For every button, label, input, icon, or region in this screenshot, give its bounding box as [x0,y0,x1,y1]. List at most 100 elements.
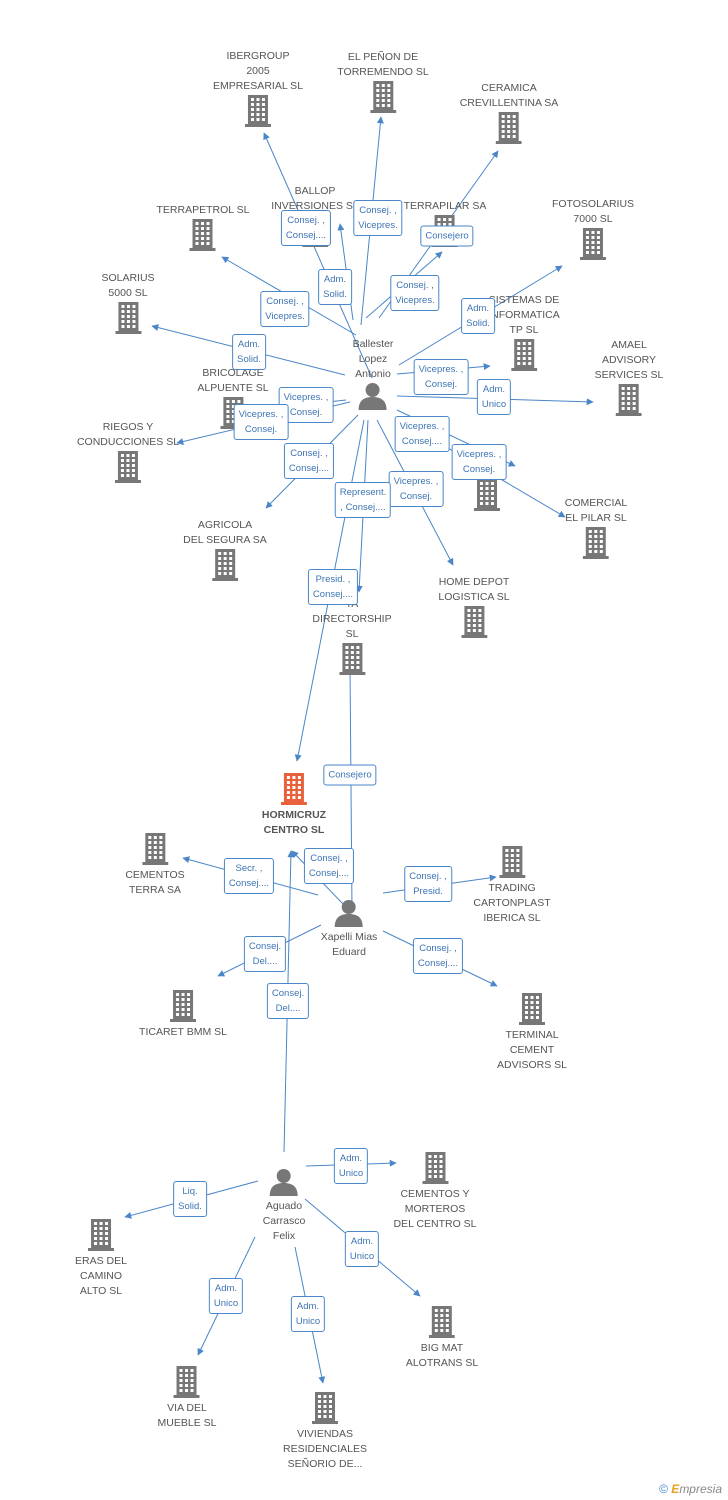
edge-label-line: Consej. , [266,296,304,307]
node-label-line: CAMINO [80,1269,122,1282]
edge-label-sistemas[interactable]: Vicepres. ,Consej. [413,359,469,395]
edge-label-line: Unico [349,1251,375,1262]
edge-label-line: Consej. [462,464,496,475]
edge-label-line: Vicepres. [265,311,305,322]
edge-label-riegos[interactable]: Vicepres. ,Consej. [233,404,289,440]
node-label-line: Lopez [358,353,388,365]
edge-label-ceramica[interactable]: Consej. ,Vicepres. [390,275,440,311]
edge-label-line: Consej. , [359,205,397,216]
edge-label-fotosolarius[interactable]: Adm.Solid. [461,298,495,334]
edge-label-ticaret[interactable]: Consej.Del.... [243,936,287,972]
edge-label-ballop[interactable]: Adm.Solid. [318,269,352,305]
edge-label-terrapilar[interactable]: Consejero [420,225,474,247]
edge-label-line: Presid. , [315,574,351,585]
building-icon [141,832,168,865]
edge-label-line: Unico [295,1316,321,1327]
node-label-line: TORREMENDO SL [337,65,429,78]
building-icon [428,1305,455,1338]
node-label-line: MORTEROS [404,1202,466,1215]
edge-label-trading[interactable]: Consej. ,Presid. [404,866,452,902]
node-label-line: TERRAPETROL SL [156,203,250,216]
edge-label-bigmat[interactable]: Adm.Unico [344,1231,380,1267]
edge-label-directorship[interactable]: Represent., Consej.... [334,482,392,518]
edge-label-via[interactable]: Adm.Unico [208,1278,244,1314]
edge-label-hormicruz-a[interactable]: Consej.Del.... [266,983,310,1019]
building-icon [579,227,606,260]
company-node-directorship[interactable]: TADIRECTORSHIPSL [312,597,392,675]
node-label-line: TRADING [488,881,536,894]
node-label-line: Ballester [352,338,394,350]
node-label-line: EL PILAR SL [565,511,627,524]
edge-label-cementos-morteros[interactable]: Adm.Unico [333,1148,369,1184]
edge-label-hormicruz-b[interactable]: Presid. ,Consej.... [307,569,359,605]
person-icon [358,383,387,410]
edge-label-eras[interactable]: Liq.Solid. [173,1181,207,1217]
node-label: TERRAPETROL SL [157,203,250,218]
building-icon [421,1151,448,1184]
edge-label-comercial[interactable]: Vicepres. ,Consej. [451,444,507,480]
edge-label-amael[interactable]: Adm.Unico [476,379,512,415]
edge-label-directorship-x[interactable]: Consejero [323,764,377,786]
person-icon [334,900,363,927]
edge-label-viviendas[interactable]: Adm.Unico [290,1296,326,1332]
watermark: © Empresia [659,1482,722,1496]
edge-label-line: Liq. [182,1186,198,1197]
person-icon [269,1169,298,1196]
edge-label-penon[interactable]: Consej. , Vicepres. [353,200,403,236]
edge-label-line: Vicepres. [358,220,398,231]
node-label-line: LOGISTICA SL [438,590,510,603]
company-node-terrapetrol[interactable]: TERRAPETROL SL [157,203,250,251]
building-icon [114,301,141,334]
edge-label-hormicruz-x[interactable]: Consej. ,Consej.... [303,848,355,884]
edge-label-solarius[interactable]: Adm.Solid. [232,334,266,370]
edge-label-ibergroup[interactable]: Consej. ,Consej.... [280,210,332,246]
edge-label-hidden-sl[interactable]: Vicepres. ,Consej.... [394,416,450,452]
edge-label-line: Consej. [271,988,305,999]
edge-label-homedepot[interactable]: Vicepres. ,Consej. [388,471,444,507]
edge-label-line: Adm. [339,1153,363,1164]
edge-label-terminal[interactable]: Consej. ,Consej.... [412,938,464,974]
edge-label-line: Consej.... [417,958,459,969]
company-node-ticaret[interactable]: TICARET BMM SL [139,989,227,1040]
brand-logo: Empresia [671,1482,722,1496]
edge-label-line: Consej. [289,407,323,418]
edge-label-terrapetrol[interactable]: Consej. , Vicepres. [260,291,310,327]
edge-label-line: Vicepres. [395,295,435,306]
edge-label-cementos-terra[interactable]: Secr. ,Consej.... [223,858,275,894]
building-icon [114,450,141,483]
node-label-line: 2005 [246,64,270,77]
edge-label-agricola[interactable]: Consej. ,Consej.... [283,443,335,479]
